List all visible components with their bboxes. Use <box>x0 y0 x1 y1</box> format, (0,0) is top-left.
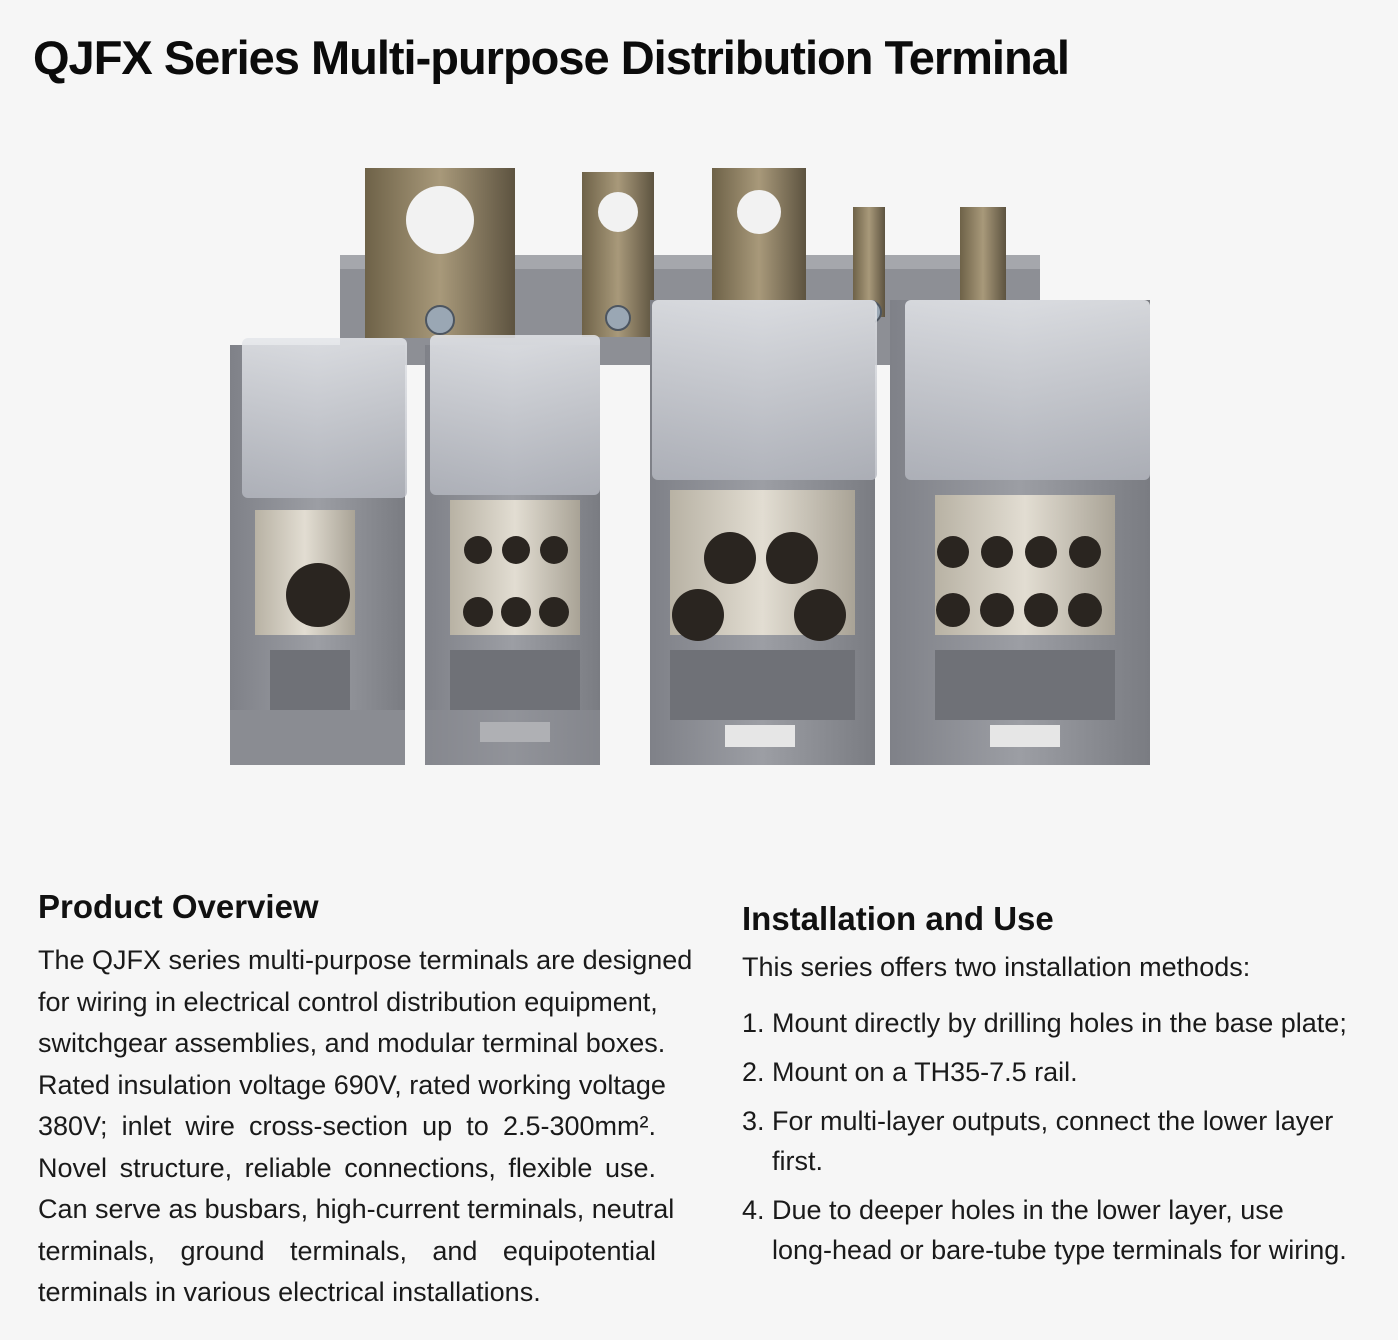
list-item: 1. Mount directly by drilling holes in t… <box>742 1003 1382 1043</box>
installation-heading: Installation and Use <box>742 900 1054 937</box>
overview-line: for wiring in electrical control distrib… <box>38 986 658 1017</box>
overview-line: Rated insulation voltage 690V, rated wor… <box>38 1069 666 1100</box>
terminal-block-3 <box>650 300 877 765</box>
overview-line: terminals in various electrical installa… <box>38 1277 541 1307</box>
brass-tab-5 <box>960 207 1006 307</box>
installation-intro: This series offers two installation meth… <box>742 952 1251 982</box>
product-overview-heading: Product Overview <box>38 888 319 925</box>
overview-line: Can serve as busbars, high-current termi… <box>38 1194 675 1224</box>
product-photo <box>220 150 1160 790</box>
overview-line: 380V; inlet wire cross-section up to 2.5… <box>38 1111 656 1141</box>
installation-list: 1. Mount directly by drilling holes in t… <box>742 1003 1382 1270</box>
distribution-terminal-illustration <box>230 168 1150 765</box>
list-item-text: Due to deeper holes in the lower layer, … <box>772 1195 1347 1265</box>
list-item-number: 2. <box>742 1057 765 1087</box>
list-item: 2. Mount on a TH35-7.5 rail. <box>742 1052 1382 1092</box>
brass-tab-3 <box>712 168 806 318</box>
list-item-number: 3. <box>742 1106 765 1136</box>
list-item-number: 4. <box>742 1195 765 1225</box>
product-overview-text: The QJFX series multi-purpose terminals … <box>38 940 693 1314</box>
overview-line: The QJFX series multi-purpose terminals … <box>38 945 693 975</box>
terminal-block-4 <box>890 300 1150 765</box>
list-item: 3. For multi-layer outputs, connect the … <box>742 1101 1382 1181</box>
list-item-text: Mount directly by drilling holes in the … <box>772 1008 1347 1038</box>
list-item-number: 1. <box>742 1008 765 1038</box>
terminal-block-2 <box>425 335 600 765</box>
overview-line: Novel structure, reliable connections, f… <box>38 1152 656 1183</box>
list-item-text: For multi-layer outputs, connect the low… <box>772 1106 1334 1176</box>
terminal-block-1 <box>230 338 407 765</box>
brass-tab-4 <box>853 207 885 317</box>
overview-line: terminals, ground terminals, and equipot… <box>38 1235 656 1266</box>
overview-line: switchgear assemblies, and modular termi… <box>38 1028 666 1058</box>
product-overview-section: Product Overview The QJFX series multi-p… <box>38 888 693 1314</box>
list-item-text: Mount on a TH35-7.5 rail. <box>772 1057 1078 1087</box>
list-item: 4. Due to deeper holes in the lower laye… <box>742 1190 1382 1270</box>
page-title: QJFX Series Multi-purpose Distribution T… <box>33 31 1070 84</box>
installation-section: Installation and Use This series offers … <box>742 900 1382 1279</box>
